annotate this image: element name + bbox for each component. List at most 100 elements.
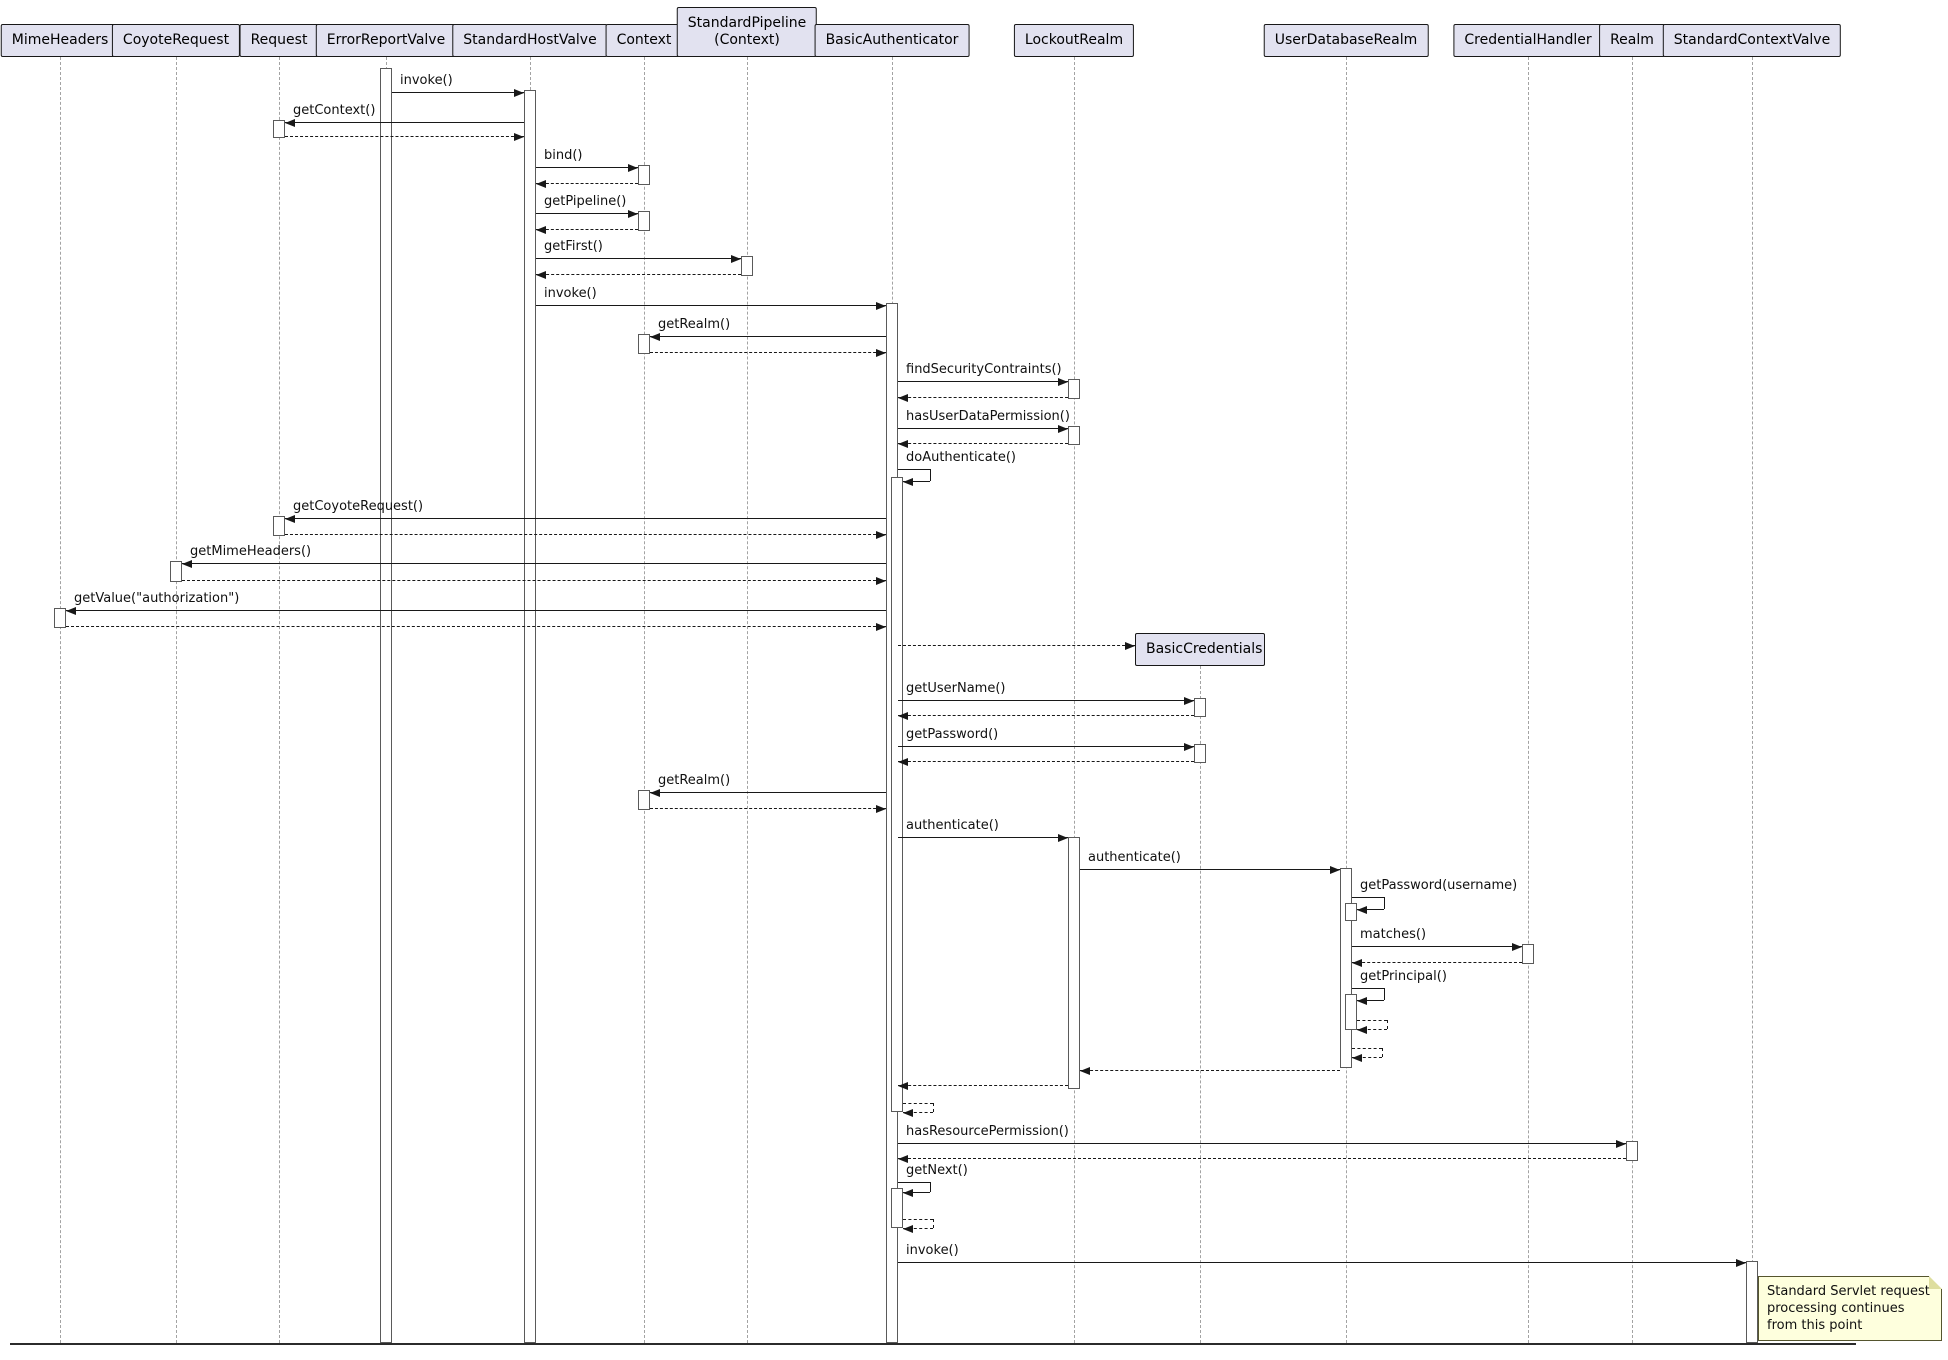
- lifeline-context: [644, 57, 645, 1343]
- participant-lockout: LockoutRealm: [1013, 24, 1135, 57]
- message-23-create-line: [898, 645, 1135, 646]
- message-16-doauthenticate-line: [898, 469, 930, 470]
- participant-context: Context: [605, 24, 683, 57]
- arrowhead-icon: [898, 394, 908, 402]
- arrowhead-icon: [1184, 697, 1194, 705]
- arrowhead-icon: [1125, 642, 1135, 650]
- page-break-line: [10, 1343, 1856, 1345]
- message-14-hasuserdatapermission-label: hasUserDataPermission(): [906, 409, 1070, 424]
- arrowhead-icon: [903, 1225, 913, 1233]
- participant-errv: ErrorReportValve: [315, 24, 457, 57]
- message-44-self_return-line: [903, 1219, 933, 1220]
- message-38-return-line: [1080, 1070, 1340, 1071]
- arrowhead-icon: [876, 531, 886, 539]
- message-32-getpasswordusername-line: [1384, 897, 1385, 909]
- arrowhead-icon: [876, 302, 886, 310]
- message-33-matches-line: [1352, 946, 1522, 947]
- message-26-getpassword-line: [898, 746, 1194, 747]
- message-27-return-line: [898, 761, 1194, 762]
- arrowhead-icon: [514, 89, 524, 97]
- lifeline-cred: [1528, 57, 1529, 1343]
- activation-udr-17: [1345, 994, 1357, 1030]
- message-13-return-line: [898, 397, 1068, 398]
- message-17-getcoyoterequest-line: [285, 518, 886, 519]
- participant-shv: StandardHostValve: [452, 24, 608, 57]
- lifeline-mime: [60, 57, 61, 1343]
- message-39-return-line: [898, 1085, 1068, 1086]
- activation-request-3: [273, 516, 285, 536]
- arrowhead-icon: [876, 805, 886, 813]
- activation-udr-15: [1340, 868, 1352, 1068]
- arrowhead-icon: [1058, 425, 1068, 433]
- message-25-return-line: [898, 715, 1194, 716]
- message-21-getvalueauthorization-label: getValue("authorization"): [74, 591, 240, 606]
- activation-lockout-12: [1068, 379, 1080, 399]
- message-10-getrealm-line: [650, 336, 886, 337]
- message-40-self_return-line: [933, 1103, 934, 1112]
- arrowhead-icon: [876, 577, 886, 585]
- activation-basicauth-10: [891, 477, 903, 1112]
- arrowhead-icon: [66, 607, 76, 615]
- message-36-self_return-line: [1357, 1029, 1387, 1030]
- message-28-getrealm-line: [650, 792, 886, 793]
- activation-scv-20: [1746, 1261, 1758, 1343]
- message-19-getmimeheaders-line: [182, 563, 886, 564]
- message-41-hasresourcepermission-label: hasResourcePermission(): [906, 1124, 1069, 1139]
- lifeline-basiccred: [1200, 666, 1201, 1343]
- message-16-doauthenticate-label: doAuthenticate(): [906, 450, 1016, 465]
- message-45-invoke-line: [898, 1262, 1746, 1263]
- arrowhead-icon: [1058, 378, 1068, 386]
- message-32-getpasswordusername-label: getPassword(username): [1360, 878, 1518, 893]
- message-26-getpassword-label: getPassword(): [906, 727, 999, 742]
- message-3-bind-line: [536, 167, 638, 168]
- message-37-self_return-line: [1352, 1057, 1382, 1058]
- message-6-return-line: [536, 229, 638, 230]
- arrowhead-icon: [650, 789, 660, 797]
- message-35-getprincipal-line: [1384, 988, 1385, 1000]
- message-40-self_return-line: [903, 1112, 933, 1113]
- arrowhead-icon: [285, 515, 295, 523]
- message-4-return-line: [536, 183, 638, 184]
- activation-lockout-13: [1068, 426, 1080, 445]
- arrowhead-icon: [536, 226, 546, 234]
- message-19-getmimeheaders-label: getMimeHeaders(): [190, 544, 312, 559]
- activation-mime-21: [54, 608, 66, 628]
- activation-lockout-14: [1068, 837, 1080, 1089]
- participant-coyote: CoyoteRequest: [111, 24, 241, 57]
- lifeline-udr: [1346, 57, 1347, 1343]
- message-33-matches-label: matches(): [1360, 927, 1427, 942]
- message-35-getprincipal-line: [1357, 1000, 1384, 1001]
- arrowhead-icon: [1080, 1067, 1090, 1075]
- message-7-getfirst-line: [536, 258, 741, 259]
- arrowhead-icon: [1058, 834, 1068, 842]
- arrowhead-icon: [628, 164, 638, 172]
- arrowhead-icon: [1357, 1026, 1367, 1034]
- message-35-getprincipal-line: [1352, 988, 1384, 989]
- arrowhead-icon: [898, 712, 908, 720]
- message-24-getusername-label: getUserName(): [906, 681, 1006, 696]
- message-28-getrealm-label: getRealm(): [658, 773, 731, 788]
- message-1-getcontext-label: getContext(): [293, 103, 376, 118]
- activation-pipeline-8: [741, 256, 753, 276]
- message-37-self_return-line: [1352, 1048, 1382, 1049]
- message-44-self_return-line: [903, 1228, 933, 1229]
- message-30-authenticate-label: authenticate(): [906, 818, 999, 833]
- arrowhead-icon: [285, 119, 295, 127]
- participant-udr: UserDatabaseRealm: [1263, 24, 1429, 57]
- participant-scv: StandardContextValve: [1662, 24, 1842, 57]
- arrowhead-icon: [876, 623, 886, 631]
- message-9-invoke-line: [536, 305, 886, 306]
- message-12-findsecuritycontraints-label: findSecurityContraints(): [906, 362, 1062, 377]
- message-43-getnext-line: [903, 1192, 930, 1193]
- arrowhead-icon: [514, 133, 524, 141]
- arrowhead-icon: [898, 758, 908, 766]
- message-18-return-line: [285, 534, 886, 535]
- message-34-return-line: [1352, 962, 1522, 963]
- activation-errv-0: [380, 68, 392, 1343]
- participant-basiccred: BasicCredentials: [1135, 633, 1265, 666]
- participant-realm: Realm: [1599, 24, 1665, 57]
- note-standard-servlet: Standard Servlet request processing cont…: [1758, 1276, 1942, 1341]
- participant-basicauth: BasicAuthenticator: [814, 24, 970, 57]
- message-35-getprincipal-label: getPrincipal(): [1360, 969, 1447, 984]
- participant-pipeline: StandardPipeline (Context): [676, 7, 818, 57]
